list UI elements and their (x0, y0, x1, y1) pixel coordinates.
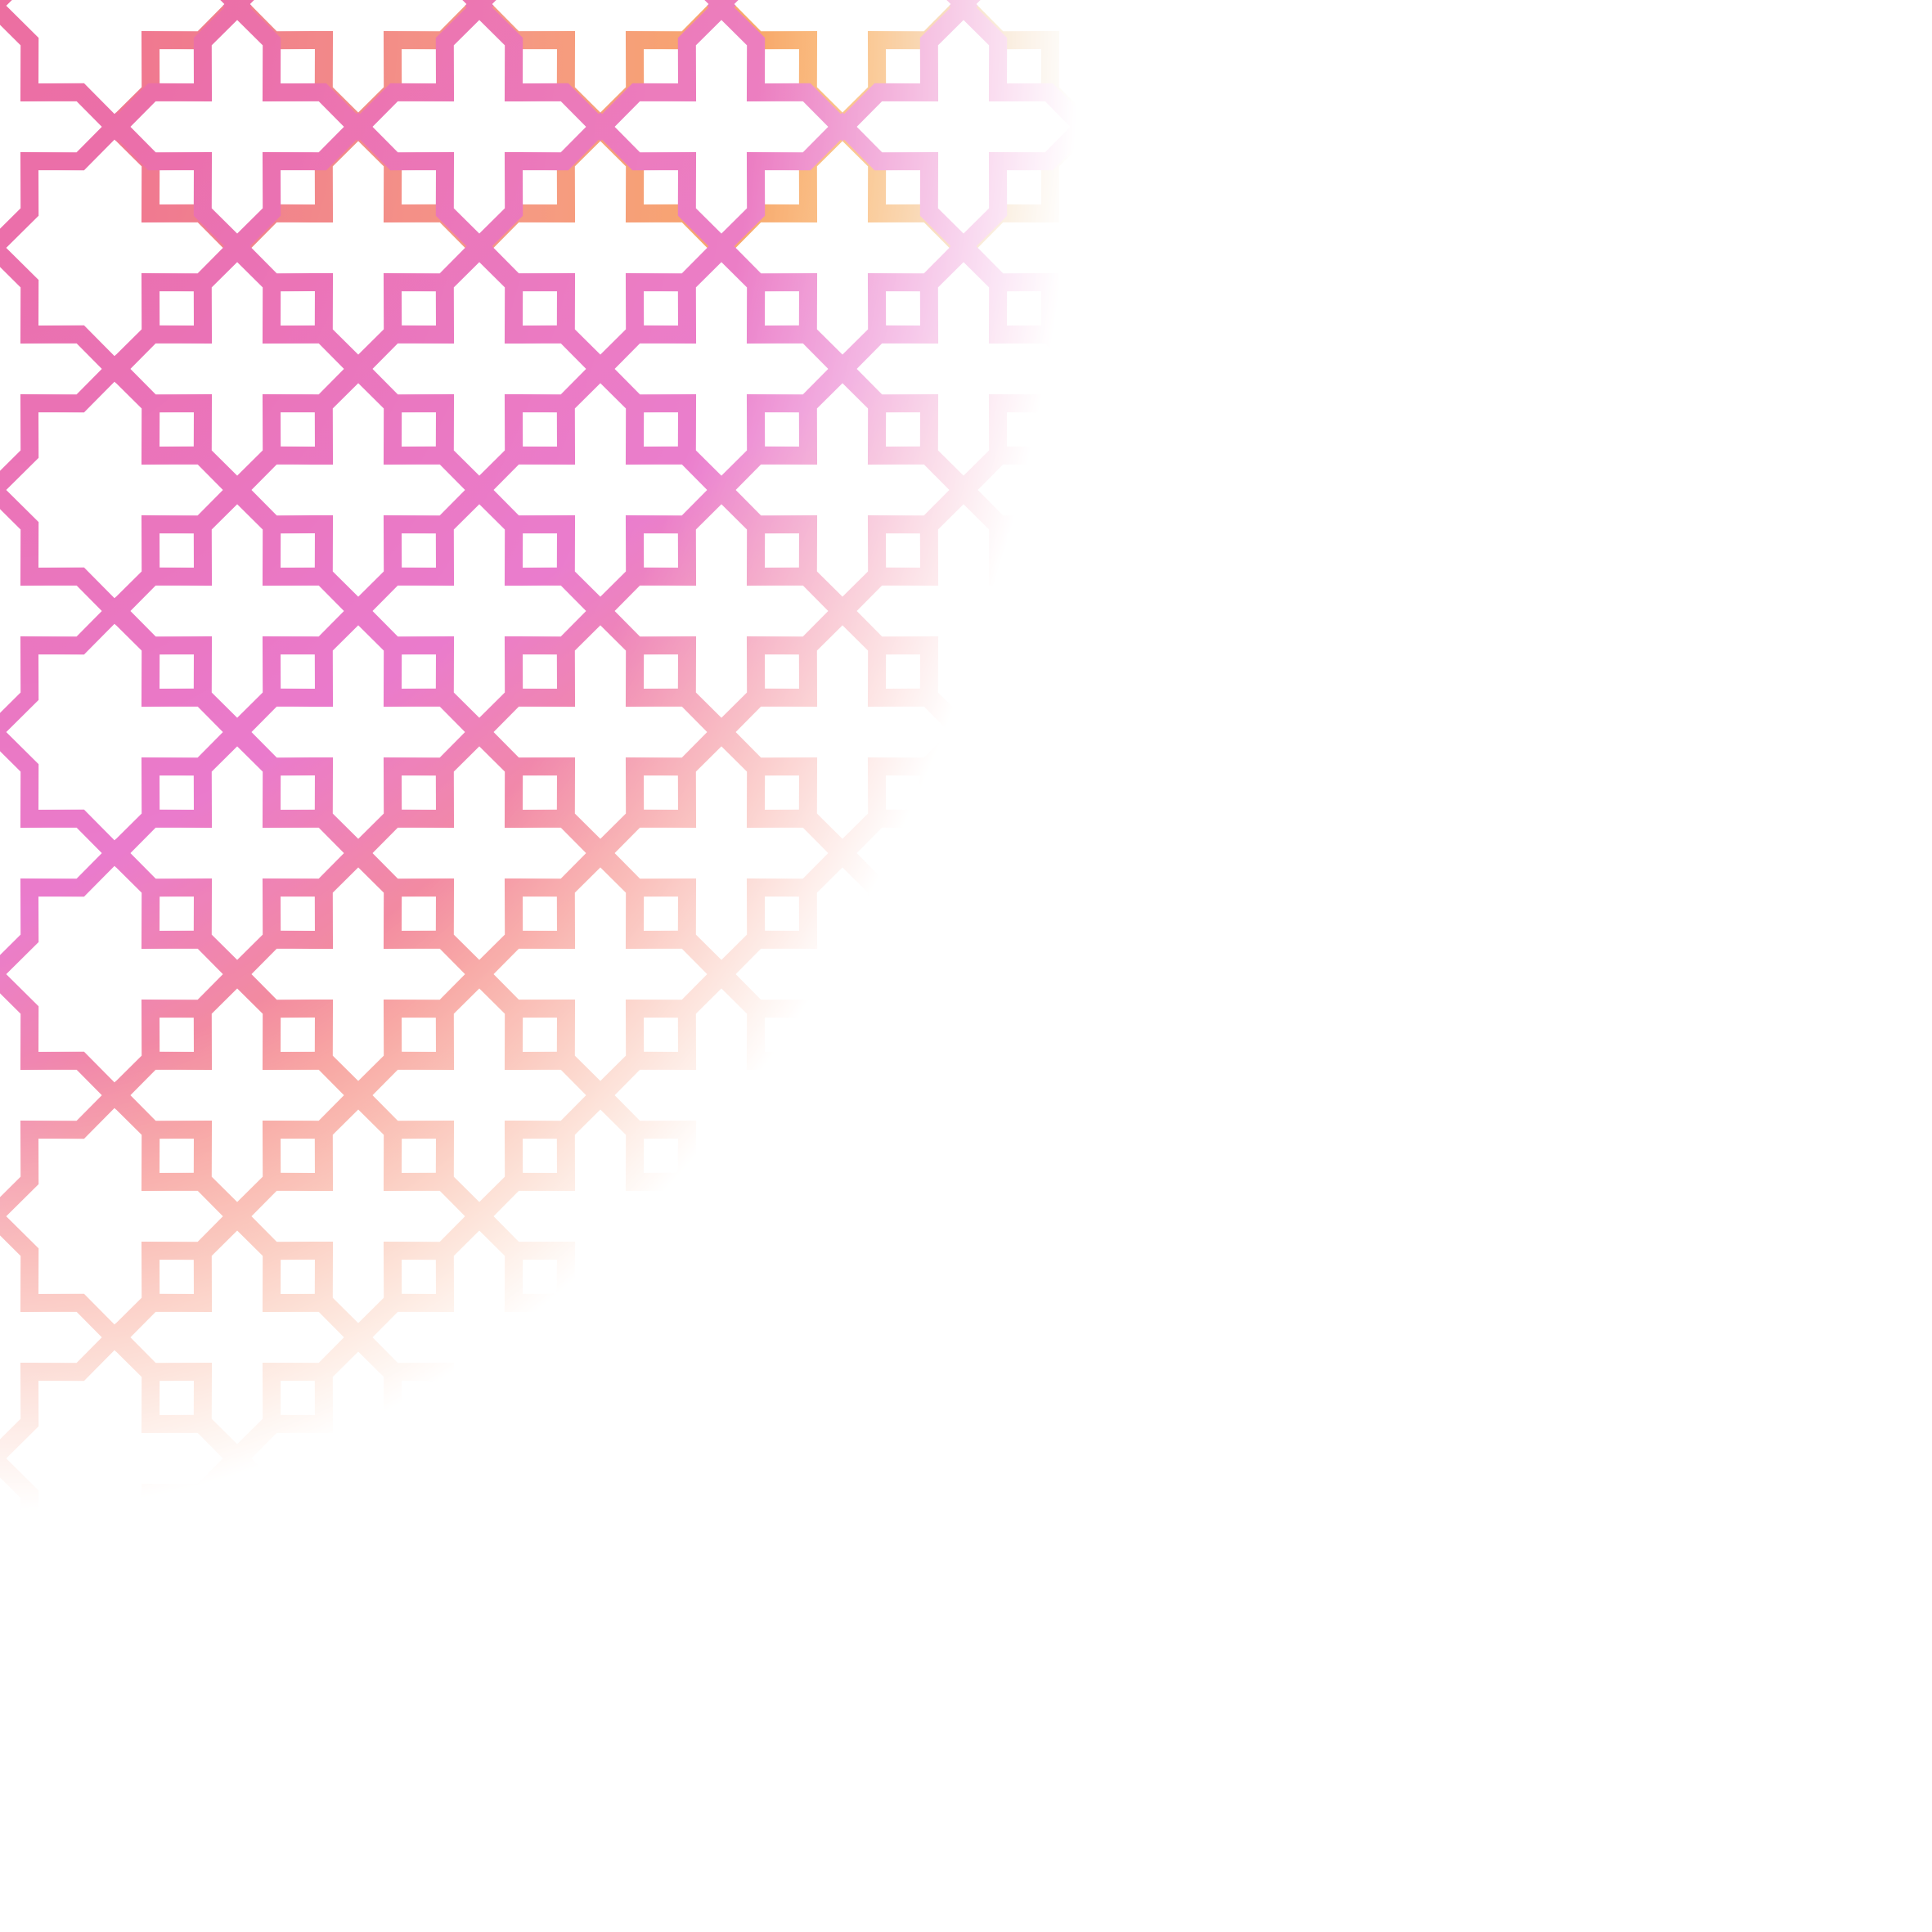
lattice-star (707, 838, 978, 1110)
lattice-star (0, 112, 252, 384)
lattice-star (101, 0, 373, 263)
lattice-star (949, 1565, 1220, 1836)
lattice-star (949, 1323, 1220, 1594)
lattice-star (949, 112, 1220, 384)
lattice-star (1191, 1323, 1462, 1594)
lattice-star (0, 596, 252, 868)
lattice-star (344, 475, 615, 747)
lattice-star (1191, 354, 1462, 626)
lattice-star (344, 717, 615, 989)
lattice-star (1191, 0, 1462, 142)
lattice-star (101, 475, 373, 747)
lattice-star (586, 0, 857, 263)
lattice-star (465, 0, 736, 142)
lattice-star (344, 233, 615, 505)
lattice-star (1191, 596, 1462, 868)
lattice-star (949, 1081, 1220, 1352)
lattice-star (828, 959, 1099, 1231)
lattice-star (1070, 233, 1341, 505)
lattice-star (222, 1323, 494, 1594)
lattice-star (586, 1444, 857, 1715)
lattice-star (344, 959, 615, 1231)
lattice-star (1191, 1081, 1462, 1352)
lattice-star (586, 717, 857, 989)
lattice-star (344, 1444, 615, 1715)
lattice-star (0, 1323, 252, 1594)
lattice-star (465, 1081, 736, 1352)
lattice-star (465, 1323, 736, 1594)
lattice-star (586, 1202, 857, 1473)
lattice-star (707, 1565, 978, 1836)
lattice-star (1191, 112, 1462, 384)
lattice-star (707, 596, 978, 868)
lattice-star (1070, 959, 1341, 1231)
lattice-star (465, 354, 736, 626)
lattice-star (0, 1081, 252, 1352)
lattice-star (222, 1081, 494, 1352)
lattice-star (222, 0, 494, 142)
lattice-group (0, 0, 1462, 1836)
lattice-star (344, 0, 615, 263)
lattice-star (1070, 0, 1341, 263)
lattice-star (586, 475, 857, 747)
lattice-star (101, 717, 373, 989)
lattice-star (101, 1444, 373, 1715)
lattice-star (344, 1202, 615, 1473)
lattice-star (828, 233, 1099, 505)
lattice-star (828, 717, 1099, 989)
lattice-star (949, 596, 1220, 868)
lattice-star (222, 596, 494, 868)
lattice-star (707, 0, 978, 142)
lattice-star (707, 1081, 978, 1352)
lattice-star (828, 1202, 1099, 1473)
lattice-star (828, 475, 1099, 747)
lattice-star (707, 1323, 978, 1594)
lattice-star (949, 354, 1220, 626)
lattice-star (1070, 1202, 1341, 1473)
lattice-star (101, 959, 373, 1231)
lattice-star (707, 354, 978, 626)
lattice-star (0, 0, 252, 142)
lattice-star (1070, 717, 1341, 989)
lattice-star (0, 354, 252, 626)
lattice-star (707, 112, 978, 384)
lattice-star (465, 596, 736, 868)
lattice-star (586, 959, 857, 1231)
lattice-star (465, 1565, 736, 1836)
lattice-star (222, 1565, 494, 1836)
lattice-star (586, 233, 857, 505)
lattice-star (222, 838, 494, 1110)
lattice-star (222, 112, 494, 384)
lattice-star (1070, 1444, 1341, 1715)
lattice-star (828, 0, 1099, 263)
lattice-star (101, 1202, 373, 1473)
lattice-star (222, 354, 494, 626)
lattice-star (1191, 838, 1462, 1110)
lattice-star (465, 838, 736, 1110)
lattice-star (828, 1444, 1099, 1715)
lattice-star (949, 838, 1220, 1110)
lattice-star (1070, 475, 1341, 747)
lattice-star (101, 233, 373, 505)
lattice-star (0, 1565, 252, 1836)
lattice-star (0, 838, 252, 1110)
lattice-star (465, 112, 736, 384)
lattice-star (1191, 1565, 1462, 1836)
lattice-star (949, 0, 1220, 142)
